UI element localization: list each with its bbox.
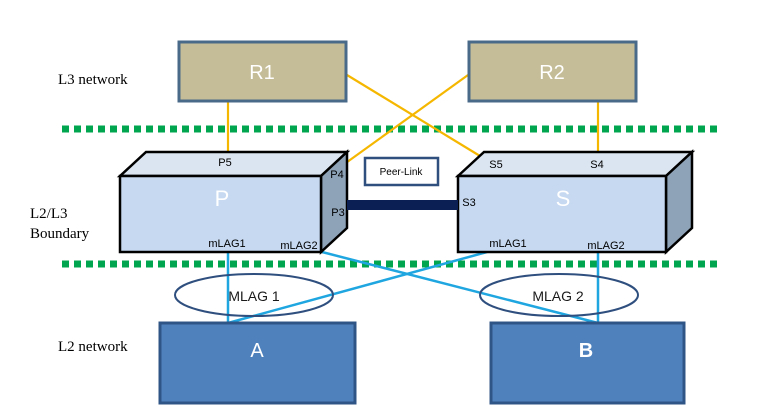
port-s3-label: S3 (462, 197, 475, 209)
link-r2-p4 (342, 74, 469, 166)
switch-p-top (116, 150, 351, 178)
peer-link-bar (347, 200, 458, 210)
port-p-mlag2-label: mLAG2 (280, 240, 317, 252)
switch-s: S S5 S4 S3 mLAG1 mLAG2 (454, 149, 696, 255)
host-b: B (489, 321, 686, 405)
port-s-mlag2-label: mLAG2 (587, 240, 624, 252)
router-r2: R2 (467, 40, 638, 103)
router-r2-label: R2 (539, 62, 565, 84)
router-r1-label: R1 (249, 62, 275, 84)
port-p3-label: P3 (331, 207, 344, 219)
port-p5-label: P5 (218, 157, 231, 169)
port-s5-label: S5 (489, 159, 502, 171)
l2l3-boundary-label-line1: L2/L3 (30, 206, 68, 222)
port-p4-label: P4 (330, 169, 343, 181)
mlag1-label: MLAG 1 (228, 288, 280, 304)
host-b-label: B (579, 340, 593, 362)
port-s4-label: S4 (590, 159, 603, 171)
l3-network-label: L3 network (58, 72, 128, 88)
peer-link-label: Peer-Link (380, 167, 424, 178)
switch-s-label: S (556, 186, 571, 211)
l2l3-boundary-label-line2: Boundary (30, 226, 90, 242)
peer-link-box: Peer-Link (363, 156, 440, 187)
switch-p: P P5 P4 P3 mLAG1 mLAG2 (116, 149, 351, 255)
port-p-mlag1-label: mLAG1 (208, 238, 245, 250)
mlag1-ellipse (174, 273, 334, 317)
router-r1: R1 (177, 40, 348, 103)
port-s-mlag1-label: mLAG1 (489, 238, 526, 250)
link-p-mlag2-b (321, 250, 599, 325)
host-a-label: A (250, 340, 264, 362)
host-a: A (158, 321, 357, 405)
switch-p-front (118, 174, 323, 254)
switch-p-label: P (215, 186, 230, 211)
mlag2-ellipse (479, 273, 639, 317)
l2-network-label: L2 network (58, 339, 128, 355)
mlag2-label: MLAG 2 (532, 288, 584, 304)
switch-s-front (456, 174, 668, 254)
link-s-mlag1-a (227, 250, 488, 325)
